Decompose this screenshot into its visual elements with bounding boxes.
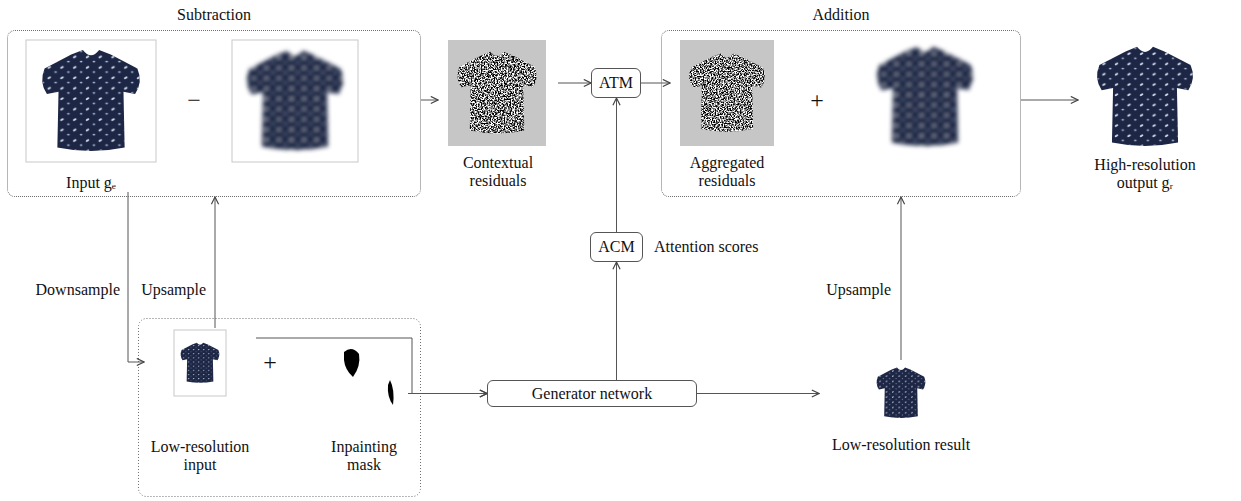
blurred-garment (877, 47, 973, 146)
image-frame (174, 330, 226, 396)
image-caption: High-resolution output gᵣ (1078, 156, 1212, 192)
edge-label: Upsample (824, 281, 893, 299)
operator-sign: − (185, 86, 203, 114)
garment-image (877, 367, 926, 417)
edge-label: Upsample (139, 281, 208, 299)
group-title: Addition (662, 5, 1020, 25)
image-caption: Contextual residuals (438, 154, 558, 190)
image-caption: Low-resolution input (144, 438, 256, 474)
edge-label: Downsample (34, 281, 122, 299)
operator-sign: + (261, 348, 279, 376)
residual-texture (689, 53, 765, 131)
connector-arrow (697, 393, 819, 394)
connector-arrow (215, 197, 216, 328)
image-panel: Inpainting mask (320, 328, 408, 474)
process-box: Generator network (487, 380, 697, 407)
image-panel: Low-resolution input (144, 328, 256, 474)
image-frame (26, 40, 156, 162)
image-panel: Aggregated residuals (670, 38, 784, 190)
garment-image (181, 343, 220, 383)
image-caption: Inpainting mask (320, 438, 408, 474)
image-frame (232, 40, 358, 162)
connector-arrow (256, 338, 487, 394)
group-title: Subtraction (8, 5, 420, 25)
mask-blob (388, 380, 394, 405)
connector-arrow (408, 393, 487, 394)
connector-arrow (558, 83, 591, 84)
connector-arrow (641, 83, 670, 84)
connector-arrow (128, 192, 144, 362)
image-panel: Input gₑ (22, 38, 160, 192)
connector-arrow (1021, 100, 1078, 101)
group-box: SubtractionInput gₑ (7, 30, 421, 197)
image-panel: High-resolution output gᵣ (1078, 38, 1212, 192)
box-label: ACM (598, 238, 634, 256)
residual-texture (457, 52, 536, 134)
image-panel: Contextual residuals (438, 38, 558, 190)
residual-ground (448, 40, 546, 146)
blurred-garment (247, 51, 343, 150)
residual-ground (680, 40, 774, 146)
connector-arrow (616, 262, 617, 380)
group-box: AdditionAggregated residuals (661, 30, 1021, 197)
operator-sign: + (808, 86, 826, 114)
connector-arrow (616, 98, 617, 232)
image-caption: Input gₑ (22, 174, 160, 192)
process-box: ATM (591, 68, 641, 98)
connector-arrow (901, 197, 902, 360)
image-caption: Aggregated residuals (670, 154, 784, 190)
connector-arrow (421, 100, 438, 101)
mask-blob (344, 349, 359, 377)
box-label: ATM (599, 74, 633, 92)
garment-image (42, 50, 140, 151)
garment-image (1097, 47, 1193, 146)
process-box: ACM (590, 232, 643, 262)
box-label: Generator network (532, 385, 652, 403)
group-outline (139, 319, 421, 497)
image-caption: Low-resolution result (819, 436, 983, 454)
annotation: Attention scores (652, 237, 760, 257)
image-panel: Low-resolution result (819, 360, 983, 454)
